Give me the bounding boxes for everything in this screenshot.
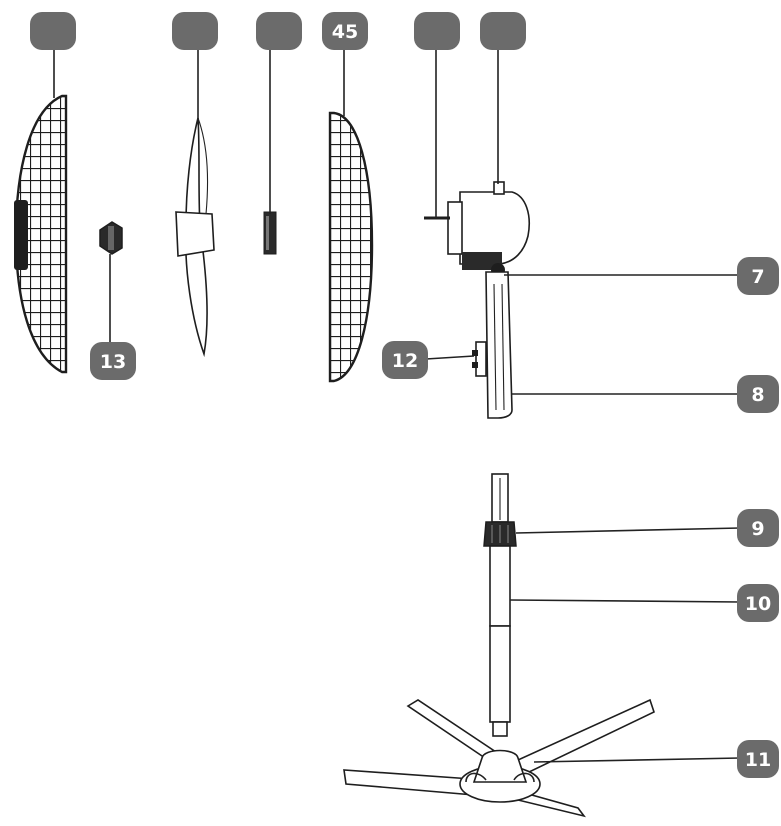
callout-10: 10 (737, 584, 779, 622)
cross-base (343, 698, 655, 818)
callout-5 (414, 12, 460, 50)
callout-13: 13 (90, 342, 136, 380)
callout-9: 9 (737, 509, 779, 547)
callout-7: 7 (737, 257, 779, 295)
callout-11: 11 (737, 740, 779, 778)
svg-text:10: 10 (745, 593, 771, 615)
callout-45: 45 (322, 12, 368, 50)
support-bracket (472, 271, 513, 419)
leader-lines (53, 48, 741, 763)
callout-1 (30, 12, 76, 50)
svg-text:45: 45 (332, 21, 358, 43)
height-lock-collar (483, 521, 517, 547)
lower-pole (489, 545, 511, 737)
callout-2 (172, 12, 218, 50)
svg-text:11: 11 (745, 749, 771, 771)
svg-text:8: 8 (751, 384, 764, 406)
svg-text:9: 9 (751, 518, 764, 540)
callout-12: 12 (382, 341, 428, 379)
svg-text:7: 7 (751, 266, 764, 288)
callout-3 (256, 12, 302, 50)
callout-6 (480, 12, 526, 50)
upper-pole (491, 473, 509, 523)
svg-text:12: 12 (392, 350, 418, 372)
blade-screw (263, 211, 277, 255)
spinner-cap (99, 221, 123, 255)
fan-blade (175, 117, 215, 358)
callout-8: 8 (737, 375, 779, 413)
svg-text:13: 13 (100, 351, 126, 373)
front-grill (328, 111, 374, 383)
motor-housing (424, 181, 530, 277)
rear-grill (14, 94, 68, 374)
